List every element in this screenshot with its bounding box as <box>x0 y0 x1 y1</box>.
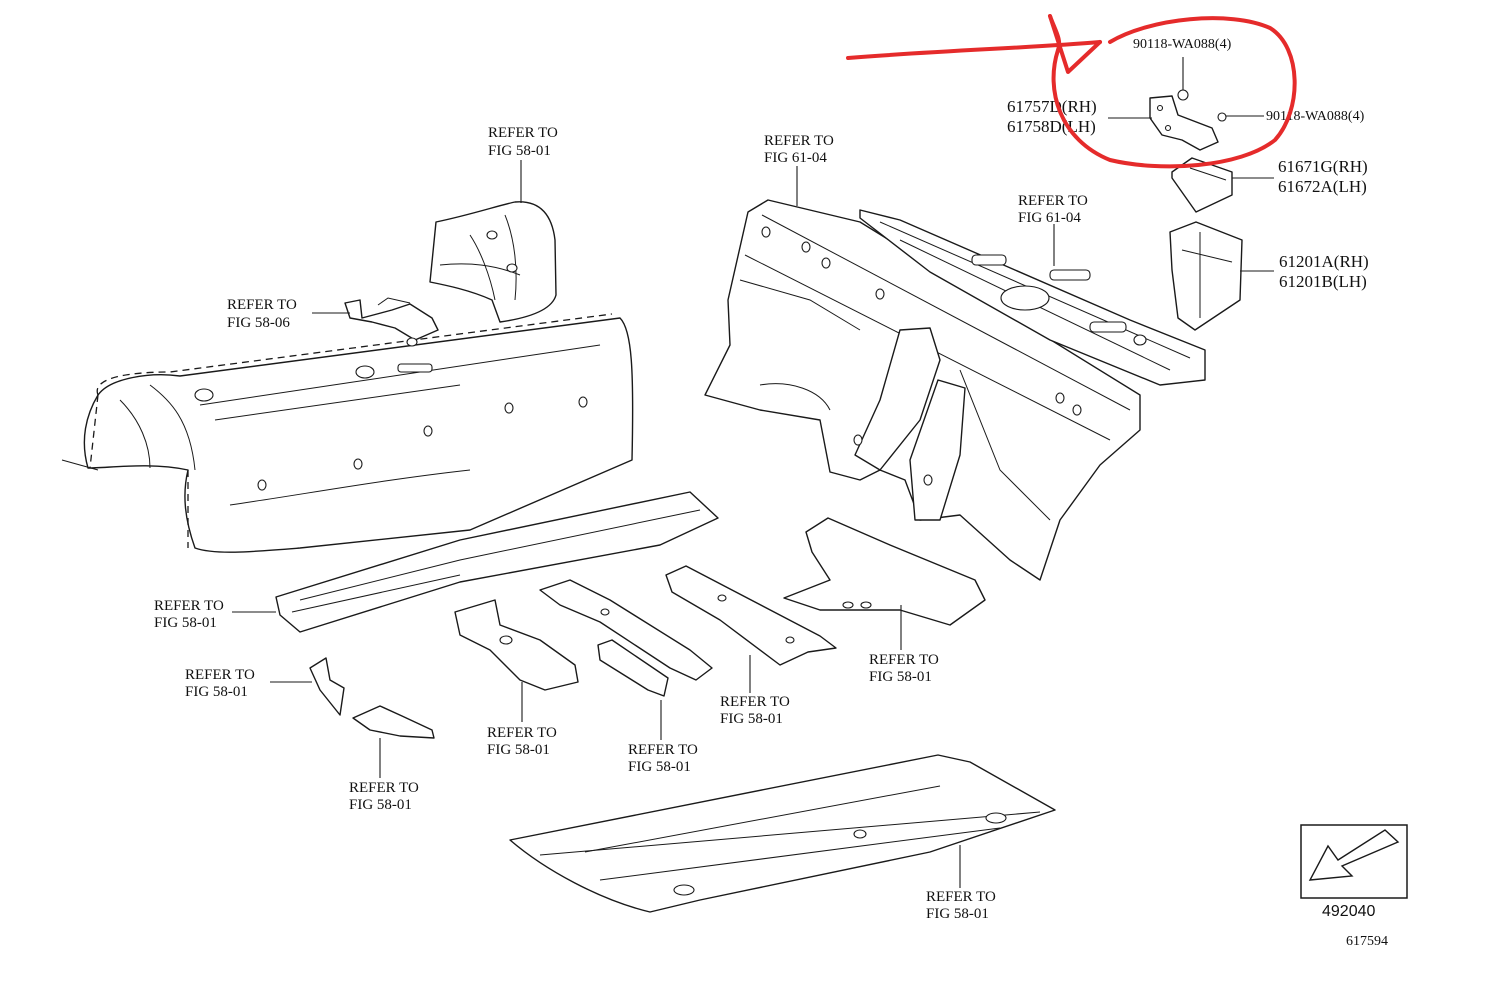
svg-text:FIG 61-04: FIG 61-04 <box>1018 210 1081 226</box>
svg-text:REFER TO: REFER TO <box>154 598 224 614</box>
crossmember-1 <box>454 599 579 691</box>
legend-ref-number: 492040 <box>1322 903 1375 920</box>
callout-fig-58-01-g: REFER TO FIG 58-01 <box>720 694 790 727</box>
svg-text:61201B(LH): 61201B(LH) <box>1279 272 1367 291</box>
svg-text:REFER TO: REFER TO <box>926 889 996 905</box>
floor-sill-left <box>275 491 719 633</box>
svg-text:FIG 61-04: FIG 61-04 <box>764 150 827 166</box>
svg-text:REFER TO: REFER TO <box>764 133 834 149</box>
bracket-61757d <box>1149 89 1227 151</box>
annotation-arrow-head <box>1048 14 1102 74</box>
callout-fig-58-01-h: REFER TO FIG 58-01 <box>869 652 939 685</box>
direction-legend: 492040 <box>1300 824 1408 920</box>
small-bracket-b <box>352 705 435 739</box>
svg-text:FIG 58-01: FIG 58-01 <box>349 797 412 813</box>
red-annotation <box>846 14 1297 169</box>
floor-pan <box>509 754 1056 913</box>
svg-text:61201A(RH): 61201A(RH) <box>1279 252 1369 271</box>
svg-text:REFER TO: REFER TO <box>349 780 419 796</box>
svg-text:REFER TO: REFER TO <box>185 667 255 683</box>
drawing-number: 617594 <box>1346 934 1388 949</box>
svg-text:FIG 58-01: FIG 58-01 <box>488 143 551 159</box>
crossmember-2 <box>539 579 713 697</box>
annotation-circle <box>1048 14 1297 169</box>
small-bracket-58-06 <box>344 297 439 347</box>
direction-arrow-icon <box>1308 829 1400 881</box>
svg-text:FIG 58-01: FIG 58-01 <box>154 615 217 631</box>
callout-fig-58-01-top: REFER TO FIG 58-01 <box>488 125 558 159</box>
svg-text:REFER TO: REFER TO <box>488 125 558 141</box>
svg-text:REFER TO: REFER TO <box>869 652 939 668</box>
callout-fig-58-01-i: REFER TO FIG 58-01 <box>926 889 996 922</box>
callout-fig-61-04-a: REFER TO FIG 61-04 <box>764 133 834 166</box>
svg-text:FIG 58-06: FIG 58-06 <box>227 315 290 331</box>
bolt-right-icon <box>1217 112 1227 122</box>
annotation-arrow-line <box>846 40 1102 60</box>
part-number-bracket: 61757D(RH) 61758D(LH) <box>1007 97 1097 136</box>
callout-fig-58-06: REFER TO FIG 58-06 <box>227 297 297 331</box>
callout-fig-58-01-f: REFER TO FIG 58-01 <box>628 742 698 775</box>
callout-fig-58-01-d: REFER TO FIG 58-01 <box>349 780 419 813</box>
callout-fig-58-01-e: REFER TO FIG 58-01 <box>487 725 557 758</box>
crossmember-3 <box>665 565 837 666</box>
svg-text:REFER TO: REFER TO <box>628 742 698 758</box>
svg-text:FIG 58-01: FIG 58-01 <box>185 684 248 700</box>
callout-fig-61-04-b: REFER TO FIG 61-04 <box>1018 193 1088 226</box>
part-number-gusset: 61671G(RH) 61672A(LH) <box>1278 157 1368 196</box>
svg-text:61758D(LH): 61758D(LH) <box>1007 117 1096 136</box>
part-number-panel: 61201A(RH) 61201B(LH) <box>1279 252 1369 291</box>
svg-text:REFER TO: REFER TO <box>720 694 790 710</box>
svg-text:FIG 58-01: FIG 58-01 <box>720 711 783 727</box>
svg-text:FIG 58-01: FIG 58-01 <box>487 742 550 758</box>
svg-text:61757D(RH): 61757D(RH) <box>1007 97 1097 116</box>
rear-bulkhead <box>704 199 1141 581</box>
part-number-bolt-right: 90118-WA088(4) <box>1266 109 1365 124</box>
svg-text:FIG 58-01: FIG 58-01 <box>869 669 932 685</box>
callout-fig-58-01-c: REFER TO FIG 58-01 <box>185 667 255 700</box>
gusset-61671g <box>1171 157 1233 213</box>
svg-text:FIG 58-01: FIG 58-01 <box>926 906 989 922</box>
svg-text:REFER TO: REFER TO <box>1018 193 1088 209</box>
panel-61201a <box>1169 221 1243 331</box>
small-bracket-a <box>309 657 345 716</box>
left-side-panel <box>61 313 634 553</box>
svg-text:REFER TO: REFER TO <box>227 297 297 313</box>
svg-text:FIG 58-01: FIG 58-01 <box>628 759 691 775</box>
part-number-bolt-top: 90118-WA088(4) <box>1133 37 1232 52</box>
svg-text:REFER TO: REFER TO <box>487 725 557 741</box>
svg-text:61672A(LH): 61672A(LH) <box>1278 177 1367 196</box>
wheelhouse-bracket <box>429 201 557 323</box>
bolt-top-icon <box>1177 89 1189 101</box>
svg-text:61671G(RH): 61671G(RH) <box>1278 157 1368 176</box>
shelf-panel <box>859 209 1206 386</box>
leaders <box>232 57 1274 888</box>
crossmember-4 <box>783 517 986 626</box>
callout-fig-58-01-b: REFER TO FIG 58-01 <box>154 598 224 631</box>
